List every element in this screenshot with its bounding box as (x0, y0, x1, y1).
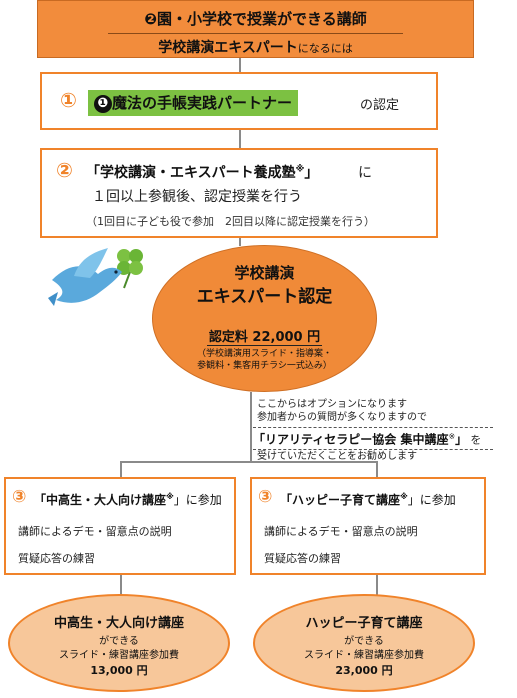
connector-cert-branch (250, 392, 252, 462)
connector-step1-step2 (239, 130, 241, 148)
note-line-4: 受けていただくことをお勧めします (257, 451, 417, 463)
cert-title-1: 学校講演 (234, 264, 295, 282)
left-course-number: ③ (12, 487, 27, 507)
branch-horizontal (120, 461, 378, 463)
header-subtitle: 学校講演エキスパートになるには (158, 40, 353, 56)
cert-includes-2: 参観料・集客用チラシ一式込み） (197, 361, 332, 371)
left-result-can: ができる (99, 636, 139, 647)
dove-icon (48, 248, 122, 306)
note-line-2: 参加者からの質問が多くなりますので (257, 412, 427, 423)
step1-badge: ❶ (94, 95, 112, 113)
header-banner: ❷園・小学校で授業ができる講師 学校講演エキスパートになるには (37, 0, 474, 58)
step2-instruction: １回以上参観後、認定授業を行う (92, 189, 302, 205)
left-course-result-oval: 中高生・大人向け講座 ができる スライド・練習講座参加費 13,000 円 (8, 594, 230, 692)
right-result-title: ハッピー子育て講座 (305, 616, 423, 631)
certification-ellipse: 学校講演 エキスパート認定 認定料 22,000 円 （学校講演用スライド・指導… (152, 245, 377, 392)
left-result-fee: 13,000 円 (90, 664, 148, 677)
left-course-item-2: 質疑応答の練習 (18, 552, 95, 565)
step2-detail: （1回目に子ども役で参加 2回目以降に認定授業を行う） (86, 215, 375, 228)
right-course-number: ③ (258, 487, 273, 507)
right-course-result-oval: ハッピー子育て講座 ができる スライド・練習講座参加費 23,000 円 (253, 594, 475, 692)
connector-left-oval (120, 575, 122, 595)
dove-clover-illustration (48, 248, 143, 306)
connector-header-step1 (239, 58, 241, 72)
left-course-item-1: 講師によるデモ・留意点の説明 (18, 525, 172, 538)
step2-tail: に (358, 165, 372, 181)
note-line-3: 「リアリティセラピー協会 集中講座※」 を (253, 427, 493, 451)
clover-icon (117, 249, 143, 289)
branch-right-down (376, 461, 378, 477)
right-result-fee: 23,000 円 (335, 664, 393, 677)
left-course-box: ③ 「中高生・大人向け講座※」に参加 講師によるデモ・留意点の説明 質疑応答の練… (4, 477, 236, 575)
header-divider (108, 33, 403, 34)
header-title: ❷園・小学校で授業ができる講師 (144, 10, 367, 28)
step1-number: ① (60, 88, 77, 112)
option-note: ここからはオプションになります 参加者からの質問が多くなりますので 「リアリティ… (253, 398, 513, 463)
step2-course-name: 「学校講演・エキスパート養成塾※」 (86, 164, 319, 181)
right-course-item-1: 講師によるデモ・留意点の説明 (264, 525, 418, 538)
right-result-fee-label: スライド・練習講座参加費 (304, 650, 424, 661)
step1-tail: の認定 (360, 98, 400, 113)
left-course-heading: 「中高生・大人向け講座※」に参加 (34, 492, 222, 507)
step2-box: ② 「学校講演・エキスパート養成塾※」 に １回以上参観後、認定授業を行う （1… (40, 148, 438, 238)
right-course-heading: 「ハッピー子育て講座※」に参加 (280, 492, 456, 507)
connector-right-oval (376, 575, 378, 595)
note-line-1: ここからはオプションになります (257, 399, 407, 410)
cert-includes-1: （学校講演用スライド・指導案・ (196, 349, 332, 359)
step2-number: ② (56, 158, 73, 182)
header-number-badge: ❷ (144, 10, 157, 28)
right-course-item-2: 質疑応答の練習 (264, 552, 341, 565)
cert-fee: 認定料 22,000 円 (206, 330, 323, 346)
right-course-box: ③ 「ハッピー子育て講座※」に参加 講師によるデモ・留意点の説明 質疑応答の練習 (250, 477, 486, 575)
left-result-fee-label: スライド・練習講座参加費 (59, 650, 179, 661)
branch-left-down (120, 461, 122, 477)
connector-step2-cert (239, 238, 241, 246)
left-result-title: 中高生・大人向け講座 (53, 616, 184, 631)
right-result-can: ができる (344, 636, 384, 647)
cert-title-2: エキスパート認定 (196, 287, 333, 307)
